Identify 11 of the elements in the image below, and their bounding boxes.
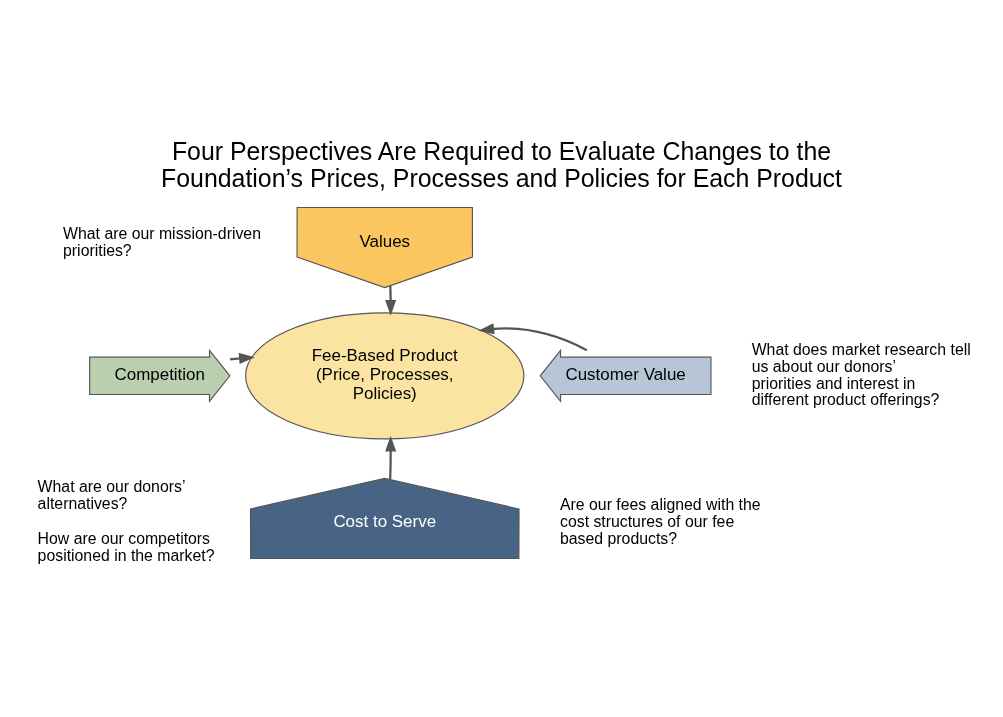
node-ellipse: Fee-Based Product (Price, Processes, Policies)	[245, 312, 525, 440]
node-label: What does market research tell us about our donors’ priorities and interest in different product offerings?	[751, 340, 971, 409]
arrow	[385, 285, 397, 316]
node-label: What are our donors’ alternatives?	[37, 478, 186, 513]
node-label: What are our mission-driven priorities?	[63, 225, 261, 259]
arrow	[478, 323, 588, 352]
node-label: Are our fees aligned with the cost structures of our fee based products?	[560, 495, 761, 547]
arrow	[385, 435, 397, 480]
arrow	[229, 352, 255, 364]
node-label: How are our competitors positioned in the market?	[37, 530, 215, 565]
diagram-title: Four Perspectives Are Required to Evaluate Changes to the Foundation’s Prices, Processes and Policies for Each Product	[161, 136, 842, 193]
